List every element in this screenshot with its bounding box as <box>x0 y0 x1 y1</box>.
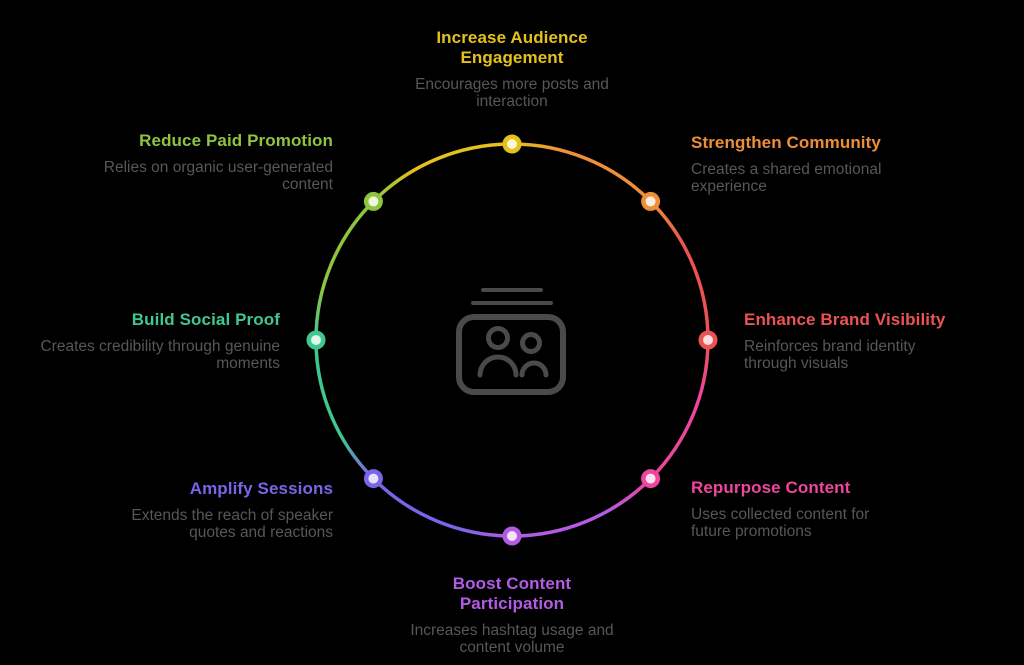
node-description: Uses collected content for future promot… <box>691 506 870 540</box>
ring-arc-bottom-right <box>511 477 652 538</box>
node-description: Reinforces brand identity through visual… <box>744 338 916 372</box>
node-increase-audience-engagement: Increase Audience Engagement Encourages … <box>392 28 632 110</box>
node-description: Creates credibility through genuine mome… <box>40 338 280 372</box>
node-build-social-proof: Build Social Proof Creates credibility t… <box>40 310 280 372</box>
node-amplify-sessions: Amplify Sessions Extends the reach of sp… <box>93 479 333 541</box>
node-strengthen-community: Strengthen Community Creates a shared em… <box>691 133 941 195</box>
node-title: Enhance Brand Visibility <box>744 310 946 329</box>
node-description: Extends the reach of speaker quotes and … <box>131 507 333 541</box>
node-dot-bottom-left <box>363 469 383 489</box>
node-dot-left <box>306 330 326 350</box>
node-title: Increase Audience Engagement <box>436 28 588 67</box>
ring-dots <box>306 134 718 546</box>
node-dot-bottom <box>502 526 522 546</box>
person-1-body <box>477 354 519 378</box>
person-1-head <box>486 326 510 350</box>
node-title: Amplify Sessions <box>189 479 333 498</box>
ring-arc-right <box>649 339 710 480</box>
node-description: Increases hashtag usage and content volu… <box>410 622 614 656</box>
photo-card-outline <box>456 314 566 395</box>
node-description: Creates a shared emotional experience <box>691 161 882 195</box>
node-repurpose-content: Repurpose Content Uses collected content… <box>691 478 911 540</box>
node-dot-right <box>698 330 718 350</box>
node-title: Boost Content Participation <box>452 574 572 613</box>
ring-arc-bottom <box>372 477 513 538</box>
node-title: Strengthen Community <box>691 133 881 152</box>
node-dot-bottom-right <box>641 469 661 489</box>
node-enhance-brand-visibility: Enhance Brand Visibility Reinforces bran… <box>744 310 959 372</box>
audience-photo-card-icon <box>456 288 566 395</box>
ring-arc-top-right <box>649 200 710 341</box>
node-description: Relies on organic user-generated content <box>103 159 333 193</box>
node-title: Build Social Proof <box>131 310 280 329</box>
person-2-head <box>520 332 542 354</box>
node-reduce-paid-promotion: Reduce Paid Promotion Relies on organic … <box>93 131 333 193</box>
ring-arcs <box>314 142 710 538</box>
node-dot-top-right <box>641 191 661 211</box>
node-description: Encourages more posts and interaction <box>415 76 609 110</box>
ring-arc-bottom-left <box>314 339 375 480</box>
ring-arc-top-left <box>372 142 513 203</box>
ring-arc-left <box>314 200 375 341</box>
person-2-body <box>519 360 549 378</box>
node-title: Reduce Paid Promotion <box>139 131 333 150</box>
node-dot-top <box>502 134 522 154</box>
node-boost-content-participation: Boost Content Participation Increases ha… <box>407 574 617 656</box>
node-title: Repurpose Content <box>691 478 851 497</box>
ring-arc-top <box>511 142 652 203</box>
node-dot-top-left <box>363 191 383 211</box>
